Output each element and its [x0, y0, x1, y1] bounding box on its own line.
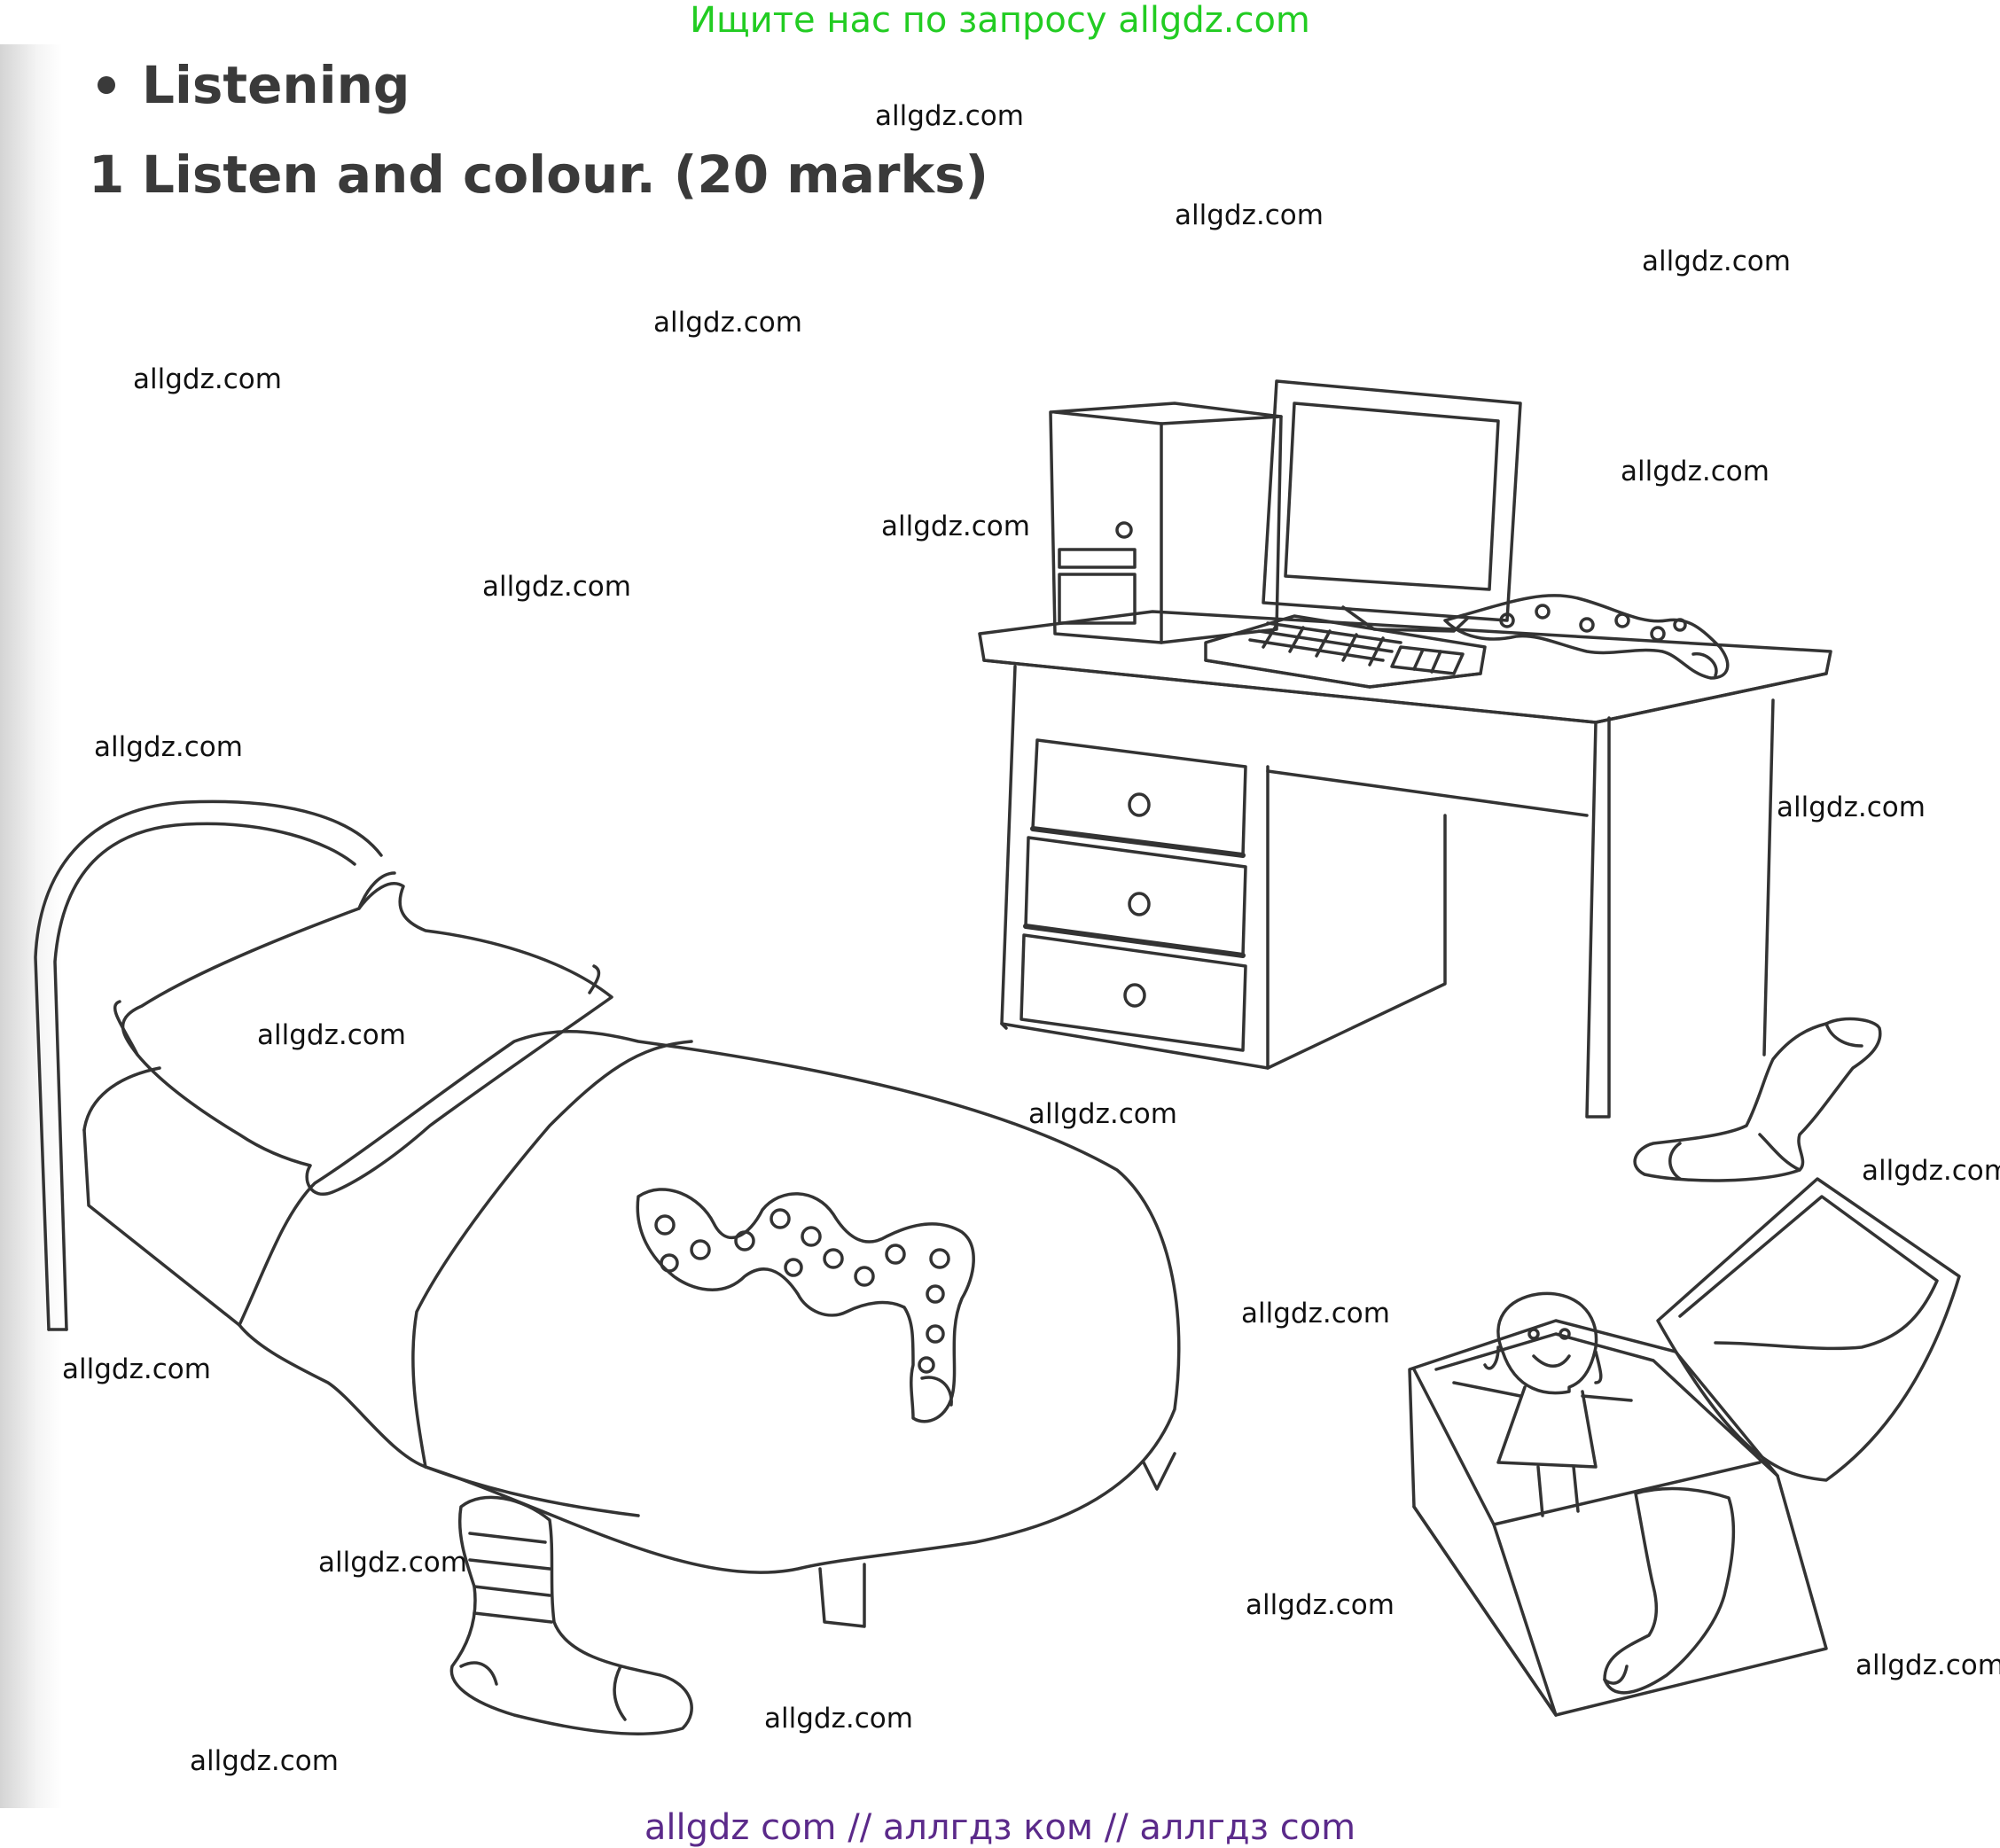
watermark: allgdz.com: [257, 1019, 406, 1051]
drawer-knob: [1128, 892, 1151, 916]
watermark: allgdz.com: [1241, 1298, 1390, 1329]
bed: [34, 799, 1181, 1628]
watermark: allgdz.com: [133, 363, 282, 395]
top-banner[interactable]: Ищите нас по запросу allgdz.com: [690, 0, 1310, 41]
watermark: allgdz.com: [1175, 199, 1324, 231]
keyboard: [1204, 614, 1487, 689]
drawer-top: [1031, 738, 1247, 857]
drawer-middle: [1024, 836, 1247, 957]
watermark: allgdz.com: [1621, 456, 1770, 487]
watermark: allgdz.com: [94, 731, 243, 763]
watermark: allgdz.com: [1777, 791, 1926, 823]
section-title: Listening: [142, 55, 410, 115]
watermark: allgdz.com: [318, 1547, 467, 1579]
doll: [1452, 1291, 1633, 1517]
scan-edge-shadow: [0, 44, 62, 1808]
toy-box: [1408, 1177, 1961, 1717]
watermark: allgdz.com: [1642, 246, 1791, 277]
sock-on-floor-right: [1633, 1017, 1882, 1182]
watermark: allgdz.com: [881, 511, 1030, 542]
desk: [978, 610, 1832, 1119]
task-number: 1: [89, 144, 125, 205]
watermark: allgdz.com: [1028, 1098, 1177, 1130]
pillow: [121, 882, 613, 1196]
sock-on-bed: [636, 1188, 975, 1423]
watermark: allgdz.com: [764, 1703, 913, 1735]
bullet-icon: [98, 76, 115, 94]
sock-on-desk: [1443, 594, 1730, 680]
task-instruction: Listen and colour. (20 marks): [142, 144, 989, 205]
watermark: allgdz.com: [190, 1745, 339, 1777]
computer-tower: [1049, 402, 1283, 644]
watermark: allgdz.com: [482, 571, 631, 603]
sock-in-box: [1603, 1486, 1736, 1695]
watermark: allgdz.com: [653, 307, 802, 339]
watermark: allgdz.com: [1862, 1155, 2000, 1187]
sock-under-bed: [449, 1495, 693, 1735]
watermark: allgdz.com: [1855, 1649, 2000, 1681]
watermark: allgdz.com: [62, 1353, 211, 1385]
bottom-banner[interactable]: allgdz com // аллгдз ком // аллгдз com: [644, 1807, 1356, 1848]
watermark: allgdz.com: [875, 100, 1024, 132]
worksheet-page: [0, 44, 2000, 1808]
monitor: [1262, 379, 1522, 633]
watermark: allgdz.com: [1246, 1589, 1395, 1621]
drawer-knob: [1128, 792, 1151, 817]
drawer-knob: [1123, 983, 1146, 1008]
drawer-bottom: [1020, 933, 1247, 1052]
